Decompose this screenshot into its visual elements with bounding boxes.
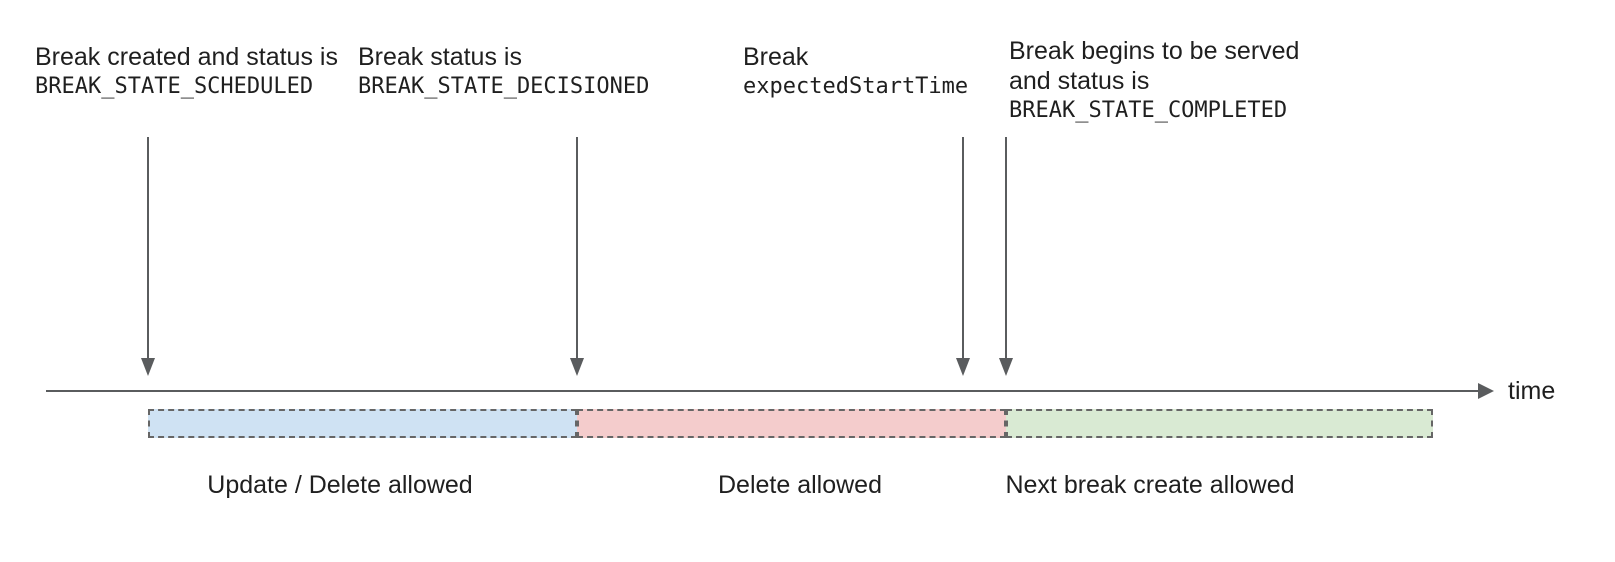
annotation-completed-code: BREAK_STATE_COMPLETED xyxy=(1009,98,1288,123)
annotation-expected-start-time: Break expectedStartTime xyxy=(743,42,968,102)
segment-delete-allowed xyxy=(577,409,1006,438)
segment-next-break-create-allowed xyxy=(1006,409,1433,438)
right-arrowhead-icon xyxy=(1478,383,1494,399)
annotation-scheduled-code: BREAK_STATE_SCHEDULED xyxy=(35,74,314,99)
down-arrow-completed-icon xyxy=(999,137,1013,376)
segment-label-delete-allowed: Delete allowed xyxy=(718,471,882,499)
segment-label-next-break-create-allowed: Next break create allowed xyxy=(1005,471,1295,499)
timeline-axis-label: time xyxy=(1508,377,1556,405)
annotation-decisioned-code: BREAK_STATE_DECISIONED xyxy=(358,74,650,99)
annotation-expected-start-time-text: Break xyxy=(743,43,809,71)
annotation-decisioned-text: Break status is xyxy=(358,43,522,71)
annotation-scheduled: Break created and status is BREAK_STATE_… xyxy=(35,42,338,102)
annotation-completed-text-1: Break begins to be served xyxy=(1009,37,1300,65)
down-arrow-expected-start-time-icon xyxy=(956,137,970,376)
down-arrow-scheduled-icon xyxy=(141,137,155,376)
annotation-expected-start-time-code: expectedStartTime xyxy=(743,74,969,99)
segment-update-delete-allowed xyxy=(148,409,577,438)
down-arrow-decisioned-icon xyxy=(570,137,584,376)
segment-label-update-delete-allowed: Update / Delete allowed xyxy=(207,471,473,499)
annotation-completed-text-2: and status is xyxy=(1009,67,1150,95)
annotation-scheduled-text: Break created and status is xyxy=(35,43,338,71)
timeline-axis xyxy=(46,390,1478,392)
annotation-completed: Break begins to be served and status is … xyxy=(1009,36,1299,126)
annotation-decisioned: Break status is BREAK_STATE_DECISIONED xyxy=(358,42,649,102)
